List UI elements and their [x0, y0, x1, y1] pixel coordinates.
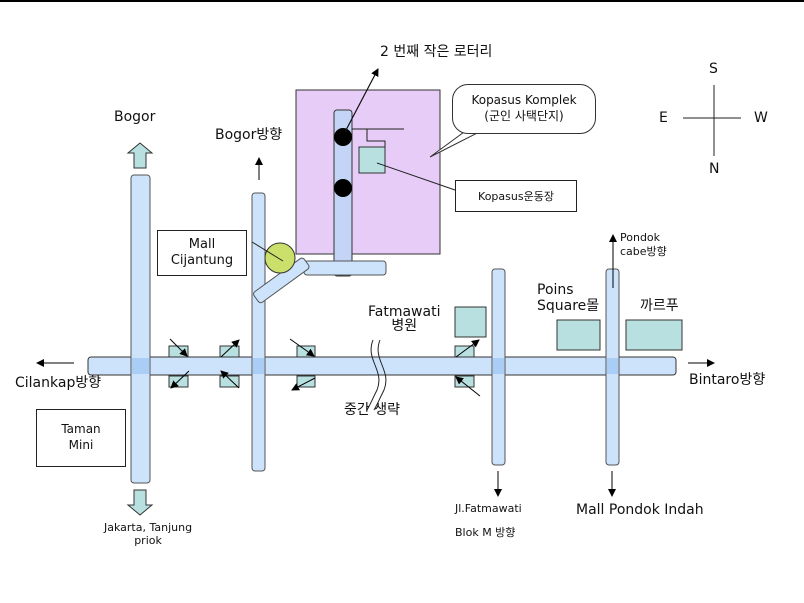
kopasus-field-label: Kopasus운동장: [478, 190, 554, 203]
bogor-direction-arrow-icon: [126, 142, 154, 169]
mall-cijantung-box[interactable]: Mall Cijantung: [157, 230, 247, 276]
komplek-callout-line1: Kopasus Komplek: [471, 93, 577, 108]
turn-marker: [289, 338, 316, 358]
fatmawati-hospital-label: Fatmawati 병원: [368, 305, 440, 333]
pondok-cabe-line2: cabe방향: [620, 245, 667, 259]
road-bogor-jakarta[interactable]: [130, 174, 151, 484]
fatmawati-hospital[interactable]: [454, 306, 487, 338]
komplek-callout: Kopasus Komplek (군인 사택단지): [452, 84, 596, 134]
intersection: [607, 358, 618, 374]
komplek-inner-path: [366, 129, 386, 147]
intersection: [493, 358, 504, 374]
mall-cijantung-line1: Mall: [188, 237, 216, 253]
jakarta-line2: priok: [134, 534, 162, 548]
carrefour[interactable]: [625, 319, 683, 351]
bogor-direction-label: Bogor방향: [215, 127, 283, 143]
cilankap-label: Cilankap방향: [15, 375, 102, 391]
poins-square-line1: Poins: [537, 282, 574, 298]
kopasus-field[interactable]: [358, 146, 386, 174]
rotary-note-arrow: [344, 68, 379, 133]
bogor-label: Bogor: [114, 109, 156, 125]
jakarta-direction-arrow-icon: [126, 489, 154, 516]
turn-marker: [291, 375, 316, 391]
mall-pondok-indah-label: Mall Pondok Indah: [576, 502, 704, 518]
road-break-mark: [366, 339, 380, 411]
komplek-road-diagonal[interactable]: [252, 257, 310, 304]
komplek-callout-line2: (군인 사택단지): [484, 109, 564, 123]
compass-bottom-label: N: [709, 161, 720, 177]
taman-mini-line1: Taman: [61, 422, 101, 437]
intersection: [253, 358, 264, 374]
compass-right-label: W: [754, 110, 768, 126]
turn-marker: [168, 338, 189, 358]
jakarta-label: Jakarta, Tanjung priok: [104, 521, 192, 547]
mall-cijantung-pointer: [251, 241, 284, 262]
cijantung-roundabout[interactable]: [264, 242, 296, 274]
compass-top-label: S: [709, 61, 718, 77]
pondok-cabe-label: Pondok cabe방향: [620, 231, 667, 260]
kopasus-field-label-box: Kopasus운동장: [455, 180, 577, 212]
turn-marker: [168, 370, 190, 389]
jakarta-line1: Jakarta, Tanjung: [104, 521, 193, 534]
rotary-note-label: 2 번째 작은 로터리: [380, 44, 493, 60]
kopasus-field-pointer: [376, 162, 456, 191]
rotary-2[interactable]: [334, 179, 352, 197]
mall-cijantung-line2: Cijantung: [170, 253, 234, 268]
road-cijantung[interactable]: [251, 192, 266, 472]
poins-square-line2: Square몰: [537, 298, 600, 315]
omitted-section-label: 중간 생략: [344, 402, 400, 418]
taman-mini-line2: Mini: [68, 438, 94, 452]
fatmawati-hospital-line1: Fatmawati: [368, 304, 441, 320]
bintaro-label: Bintaro방향: [689, 372, 766, 388]
turn-marker: [219, 339, 240, 358]
komplek-road-horizontal[interactable]: [303, 260, 387, 276]
poins-square-mall[interactable]: [556, 319, 601, 351]
carrefour-label: 까르푸: [640, 298, 679, 314]
top-border: [0, 0, 804, 2]
compass-left-label: E: [659, 110, 668, 126]
fatmawati-hospital-line2: 병원: [391, 318, 418, 334]
taman-mini-box[interactable]: Taman Mini: [36, 409, 126, 467]
jl-fatmawati-label: Jl.Fatmawati: [455, 502, 522, 515]
road-break-mark: [373, 339, 387, 411]
turn-marker: [454, 339, 480, 358]
intersection: [132, 358, 149, 374]
turn-marker: [219, 370, 240, 389]
poins-square-label: Poins Square몰: [537, 282, 599, 314]
pondok-cabe-line1: Pondok: [620, 231, 661, 244]
blok-m-label: Blok M 방향: [455, 526, 516, 539]
rotary-1[interactable]: [334, 128, 352, 146]
turn-marker: [454, 375, 481, 397]
